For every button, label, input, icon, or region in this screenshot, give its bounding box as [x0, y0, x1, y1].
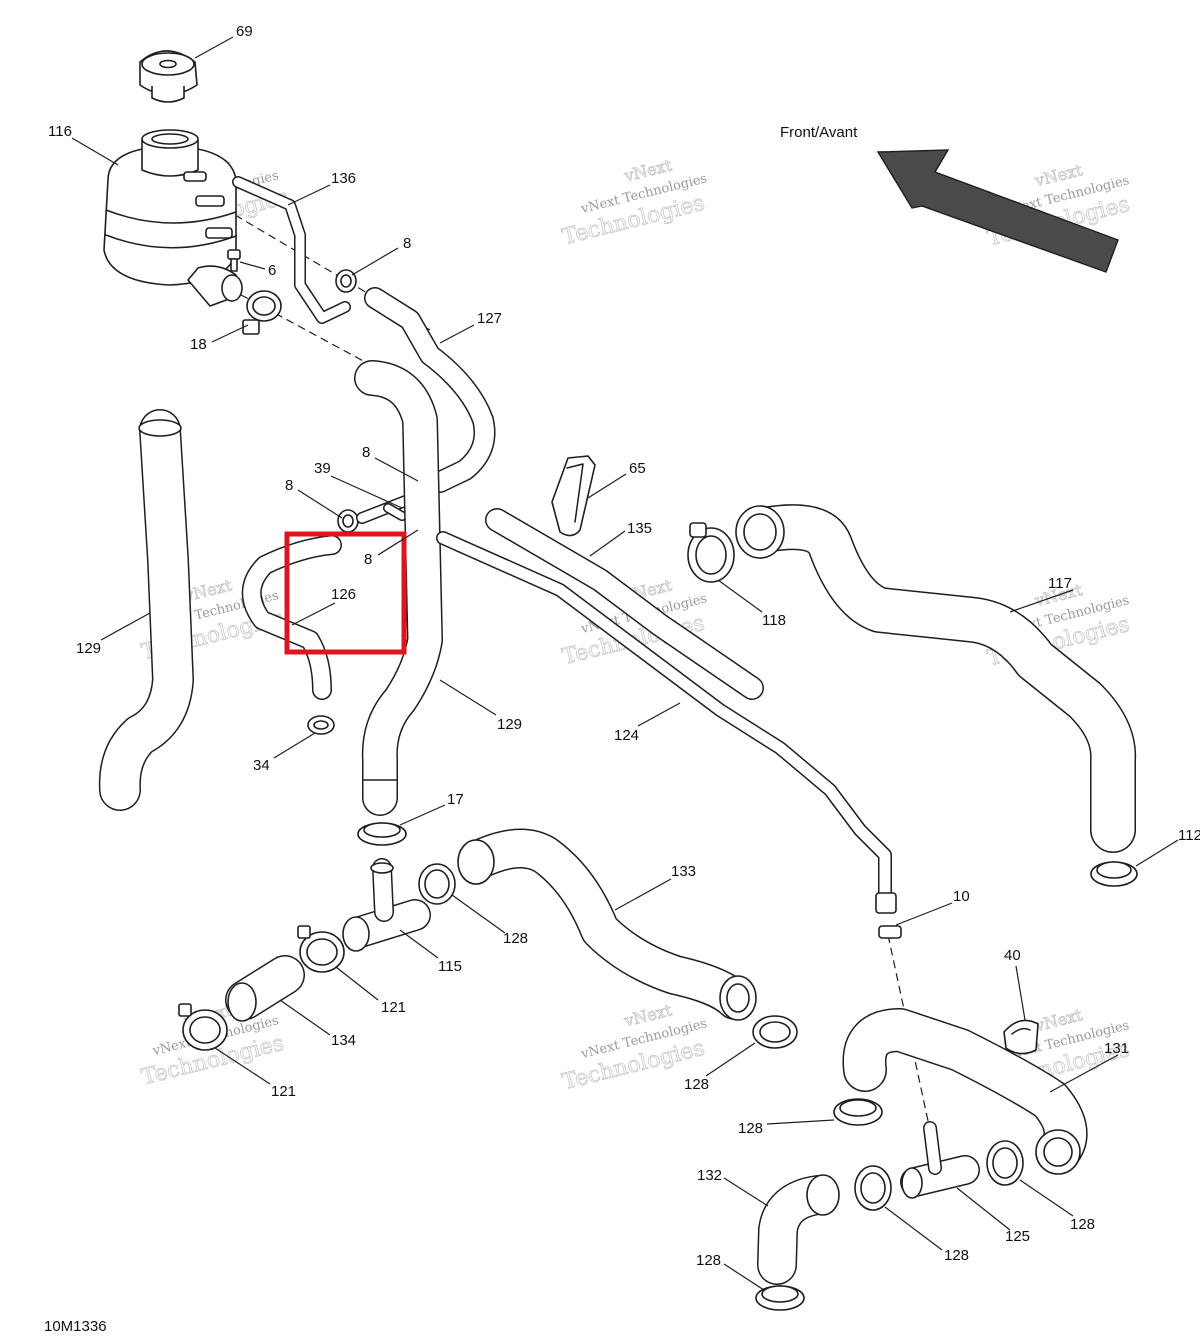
callout-128-a: 128: [503, 930, 528, 947]
watermark-2: vNext vNext Technologies Technologies: [559, 155, 708, 251]
callout-132: 132: [697, 1167, 722, 1184]
clamp-128-d[interactable]: [854, 1165, 892, 1211]
callout-115: 115: [438, 958, 462, 975]
front-label: Front/Avant: [780, 124, 858, 141]
radiator-cap-69[interactable]: [139, 50, 198, 103]
callout-124: 124: [614, 727, 639, 744]
callout-8-mid: 8: [362, 444, 370, 461]
callout-128-d: 128: [944, 1247, 969, 1264]
front-direction-indicator: Front/Avant: [780, 124, 1119, 273]
clamp-118[interactable]: [687, 522, 735, 583]
hose-135[interactable]: [485, 508, 764, 700]
callout-18: 18: [190, 336, 207, 353]
callout-128-b: 128: [684, 1076, 709, 1093]
connector-39[interactable]: [356, 494, 414, 524]
callout-126: 126: [331, 586, 356, 603]
callout-8-left: 8: [285, 477, 293, 494]
callout-131: 131: [1104, 1040, 1129, 1057]
hose-127[interactable]: [364, 287, 496, 493]
hose-134[interactable]: [225, 955, 305, 1022]
callout-17: 17: [447, 791, 464, 808]
hose-136[interactable]: [232, 176, 351, 324]
callout-116: 116: [48, 123, 72, 140]
hose-132-elbow[interactable]: [757, 1174, 840, 1285]
callout-34: 34: [253, 757, 270, 774]
callout-128-c: 128: [738, 1120, 763, 1137]
hose-126[interactable]: [241, 535, 342, 700]
callout-65: 65: [629, 460, 646, 477]
callout-10: 10: [953, 888, 970, 905]
clamp-128-e[interactable]: [986, 1140, 1024, 1186]
fitting-10[interactable]: [878, 925, 902, 939]
callout-6: 6: [268, 262, 276, 279]
leader-lines: [71, 36, 1179, 1291]
clamp-17[interactable]: [357, 822, 407, 846]
hose-133[interactable]: [457, 828, 757, 1021]
clamp-121-b[interactable]: [178, 1003, 228, 1051]
callout-136: 136: [331, 170, 356, 187]
callout-112: 112: [1178, 827, 1200, 844]
clamp-121-a[interactable]: [297, 925, 345, 973]
screw-6[interactable]: [227, 249, 241, 272]
callout-133: 133: [671, 863, 696, 880]
callout-135: 135: [627, 520, 652, 537]
bracket-65[interactable]: [551, 455, 596, 537]
clamp-128-c[interactable]: [833, 1098, 883, 1126]
clamp-8-left[interactable]: [337, 509, 359, 533]
tube-124[interactable]: [436, 531, 897, 914]
callouts: 69 116 136 6 18 8 127 8 39 8 8 65 135 11…: [48, 23, 1200, 1269]
callout-69: 69: [236, 23, 253, 40]
assembly-line-fitting-to-tee: [887, 934, 931, 1131]
clamp-112[interactable]: [1090, 861, 1138, 887]
tee-fitting-125[interactable]: [900, 1121, 980, 1199]
callout-8-lower: 8: [364, 551, 372, 568]
callout-8-top: 8: [403, 235, 411, 252]
callout-128-e: 128: [1070, 1216, 1095, 1233]
callout-125: 125: [1005, 1228, 1030, 1245]
callout-128-f: 128: [696, 1252, 721, 1269]
hose-131[interactable]: [842, 1008, 1088, 1175]
pipe-129-center[interactable]: [354, 360, 443, 816]
callout-129-left: 129: [76, 640, 101, 657]
drawing-id: 10M1336: [44, 1318, 107, 1335]
callout-117: 117: [1048, 575, 1072, 592]
callout-134: 134: [331, 1032, 356, 1049]
clamp-128-a[interactable]: [418, 863, 456, 905]
clamp-34[interactable]: [307, 715, 335, 735]
pipe-129-left[interactable]: [98, 409, 194, 811]
clamp-8-top[interactable]: [335, 269, 357, 293]
callout-127: 127: [477, 310, 502, 327]
callout-121-a: 121: [381, 999, 406, 1016]
callout-118: 118: [762, 612, 786, 629]
callout-129-center: 129: [497, 716, 522, 733]
hose-117[interactable]: [735, 504, 1137, 853]
highlight-box-126: [284, 531, 407, 655]
bracket-40[interactable]: [1003, 1019, 1039, 1055]
assembly-line-tank-to-pipe: [194, 269, 381, 371]
clamp-128-f[interactable]: [755, 1285, 805, 1311]
tee-fitting-115[interactable]: [342, 858, 431, 952]
callout-39: 39: [314, 460, 331, 477]
callout-121-b: 121: [271, 1083, 296, 1100]
clamp-18[interactable]: [242, 290, 282, 335]
callout-40: 40: [1004, 947, 1021, 964]
front-arrow: [876, 149, 1119, 273]
clamp-128-b[interactable]: [752, 1015, 798, 1049]
expansion-tank-116[interactable]: [103, 129, 243, 307]
